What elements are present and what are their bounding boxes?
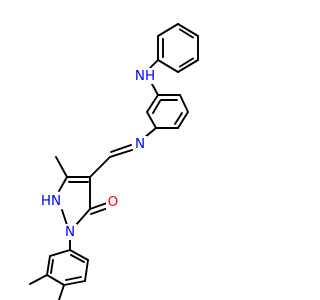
bond (146, 94, 159, 113)
bottom-dimethylphenyl-ring (46, 249, 89, 286)
bond (46, 255, 51, 276)
bond (179, 28, 194, 39)
bond (177, 23, 199, 37)
bond (149, 59, 159, 69)
label-background (106, 194, 120, 210)
bond (110, 144, 132, 153)
molecule-structure: NH N HN N O (29, 23, 199, 300)
bond (151, 83, 159, 96)
label-background (38, 193, 66, 209)
bond (177, 59, 199, 73)
pyrazolone-ring (58, 176, 91, 226)
bond (70, 254, 85, 263)
bond (146, 111, 157, 129)
bond (69, 249, 89, 261)
bond (46, 274, 65, 286)
bond (89, 156, 111, 178)
bond (179, 94, 189, 113)
bond (61, 209, 68, 226)
ring-n-label: N (65, 224, 75, 240)
bond (157, 23, 179, 37)
carbonyl-o-label: O (108, 194, 119, 210)
imine-n-label: N (135, 136, 145, 152)
bond (179, 57, 194, 68)
molecule-canvas: NH N HN N O (29, 23, 199, 300)
bond (29, 274, 48, 285)
bond (49, 249, 71, 257)
bond (157, 59, 179, 73)
bond (63, 280, 86, 286)
bond (152, 100, 161, 114)
bond (89, 202, 108, 210)
label-background (133, 136, 147, 152)
bond (65, 276, 82, 281)
atom-labels: NH N HN N O (38, 68, 158, 240)
middle-phenyl-ring (146, 94, 189, 129)
bond (58, 176, 68, 192)
ring-nh-label: HN (41, 193, 61, 209)
label-background (132, 68, 158, 84)
top-phenyl-ring (157, 23, 199, 73)
bond (174, 112, 183, 125)
amine-nh-label: NH (135, 68, 155, 84)
bond (84, 259, 89, 282)
bond (109, 149, 133, 158)
bond (55, 156, 68, 178)
bond (90, 207, 109, 215)
bond (58, 284, 65, 300)
label-background (63, 224, 77, 240)
bond (177, 111, 189, 129)
bond (75, 208, 91, 226)
bond (50, 259, 54, 274)
